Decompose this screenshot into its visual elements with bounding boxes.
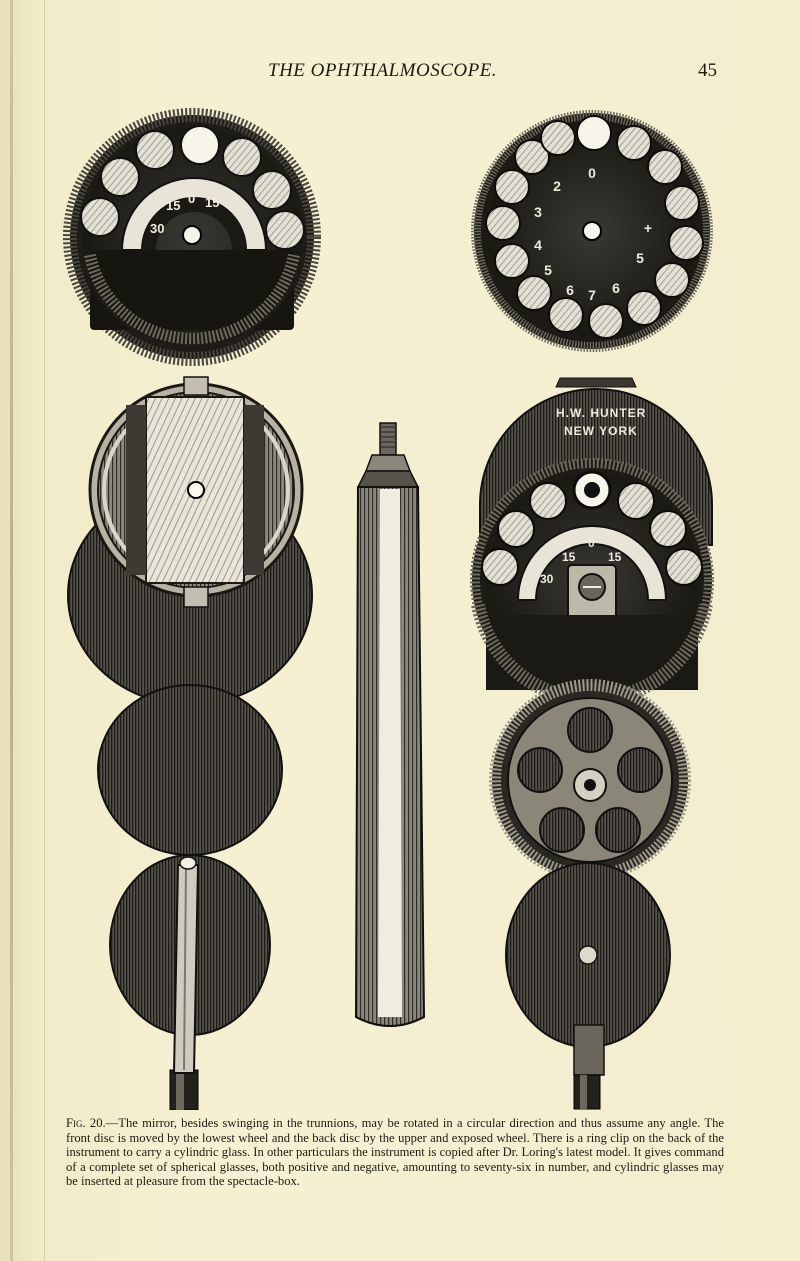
caption-text: —The mirror, besides swinging in the tru…: [66, 1116, 725, 1188]
front-disc-label-4b: +: [644, 220, 652, 236]
back-dial-label-15b: 15: [205, 195, 219, 210]
back-dial-label-0: 0: [188, 191, 195, 206]
back-dial-label-30: 30: [150, 221, 164, 236]
front-disc-label-3: 3: [534, 204, 542, 220]
front-disc-dial: 0 2 3 4 5 6 7 6 5 +: [471, 110, 713, 352]
front-dial-label-30: 30: [540, 572, 554, 586]
running-head-title: THE OPHTHALMOSCOPE.: [268, 60, 498, 81]
front-disc-label-5: 5: [544, 262, 552, 278]
margin-rule: [44, 0, 45, 1261]
binding-edge: [10, 0, 13, 1261]
front-dial-label-15: 15: [562, 550, 576, 564]
front-disc-label-2: 2: [553, 178, 561, 194]
maker-mark-line-2: NEW YORK: [564, 424, 638, 438]
front-disc-label-5b: 5: [636, 250, 644, 266]
front-dial-label-15b: 15: [608, 550, 622, 564]
page-number: 45: [698, 60, 717, 81]
front-disc-label-6b: 6: [612, 280, 620, 296]
back-disc-dial: 15 0 15 30: [63, 108, 321, 366]
mirror-instrument: [67, 376, 313, 1111]
assembled-ophthalmoscope: H.W. HUNTER NEW YORK 0 15 15 30: [470, 377, 714, 1110]
front-dial-label-0: 0: [588, 536, 595, 550]
front-disc-label-6: 6: [566, 282, 574, 298]
caption-label: Fig. 20.: [66, 1116, 106, 1130]
ophthalmoscope-engraving: 15 0 15 30: [63, 108, 714, 1111]
detachable-handle: [354, 422, 426, 1027]
front-disc-label-7: 7: [588, 287, 596, 303]
figure-caption: Fig. 20.—The mirror, besides swinging in…: [66, 1116, 724, 1189]
maker-mark-line-1: H.W. HUNTER: [556, 406, 646, 420]
front-disc-label-4: 4: [534, 237, 542, 253]
front-disc-label-0: 0: [588, 165, 596, 181]
back-dial-label-15: 15: [166, 198, 180, 213]
engraving-figure: 15 0 15 30: [60, 105, 740, 1111]
